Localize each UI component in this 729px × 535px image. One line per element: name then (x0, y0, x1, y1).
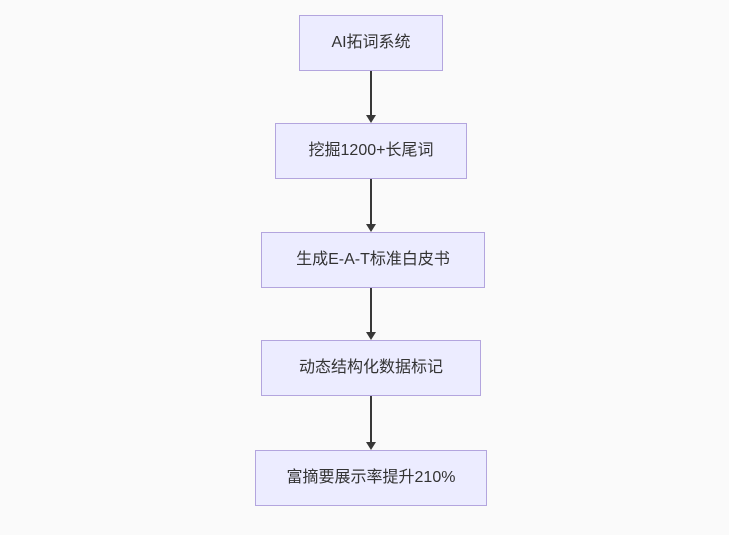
flow-arrow (363, 288, 379, 340)
flow-arrow (363, 396, 379, 450)
arrow-line (370, 396, 372, 443)
arrow-head-icon (366, 224, 376, 232)
flow-node-label: 挖掘1200+长尾词 (308, 142, 434, 159)
arrow-line (370, 71, 372, 116)
flow-node-ai-expansion: AI拓词系统 (299, 15, 443, 71)
flow-node-label: 生成E-A-T标准白皮书 (296, 251, 450, 268)
flow-node-label: AI拓词系统 (331, 34, 411, 51)
arrow-head-icon (366, 332, 376, 340)
flow-node-label: 动态结构化数据标记 (298, 359, 443, 376)
flow-node-rich-snippet-result: 富摘要展示率提升210% (255, 450, 487, 506)
arrow-line (370, 179, 372, 225)
flow-arrow (363, 179, 379, 232)
arrow-head-icon (366, 442, 376, 450)
arrow-line (370, 288, 372, 333)
flow-arrow (363, 71, 379, 123)
flow-node-structured-data: 动态结构化数据标记 (261, 340, 481, 396)
flow-node-label: 富摘要展示率提升210% (286, 469, 456, 486)
flow-node-eat-whitepaper: 生成E-A-T标准白皮书 (261, 232, 485, 288)
arrow-head-icon (366, 115, 376, 123)
flow-node-longtail-mining: 挖掘1200+长尾词 (275, 123, 467, 179)
